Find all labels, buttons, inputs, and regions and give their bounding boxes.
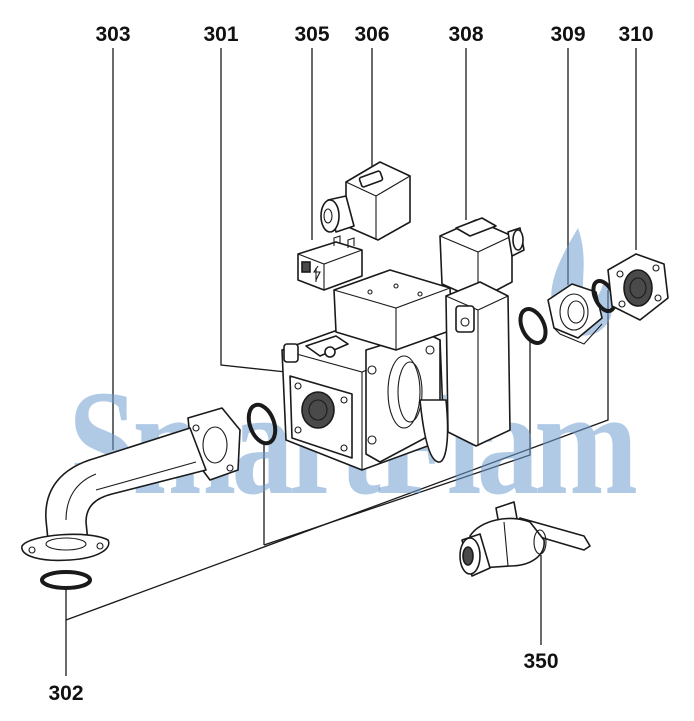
o-ring-inlet bbox=[246, 402, 278, 446]
label-302: 302 bbox=[48, 682, 83, 705]
callout-labels: 303 301 305 306 308 309 310 302 350 bbox=[48, 23, 653, 705]
label-309: 309 bbox=[550, 23, 585, 46]
gas-valve-body-301 bbox=[281, 269, 453, 471]
cable-plug-306 bbox=[320, 161, 411, 241]
label-301: 301 bbox=[203, 23, 238, 46]
ball-valve-350 bbox=[459, 501, 591, 577]
leader-lines bbox=[65, 48, 637, 676]
outlet-flange-310 bbox=[607, 253, 669, 321]
connector-305 bbox=[297, 235, 363, 291]
label-308: 308 bbox=[448, 23, 483, 46]
o-ring-302 bbox=[40, 570, 92, 590]
hex-nut-309 bbox=[547, 283, 603, 345]
elbow-pipe-303 bbox=[21, 407, 241, 562]
label-305: 305 bbox=[294, 23, 329, 46]
label-306: 306 bbox=[354, 23, 389, 46]
label-303: 303 bbox=[95, 23, 130, 46]
label-350: 350 bbox=[523, 650, 558, 673]
label-310: 310 bbox=[618, 23, 653, 46]
o-ring-outlet bbox=[518, 307, 548, 345]
solenoid-coil-308 bbox=[439, 217, 525, 447]
